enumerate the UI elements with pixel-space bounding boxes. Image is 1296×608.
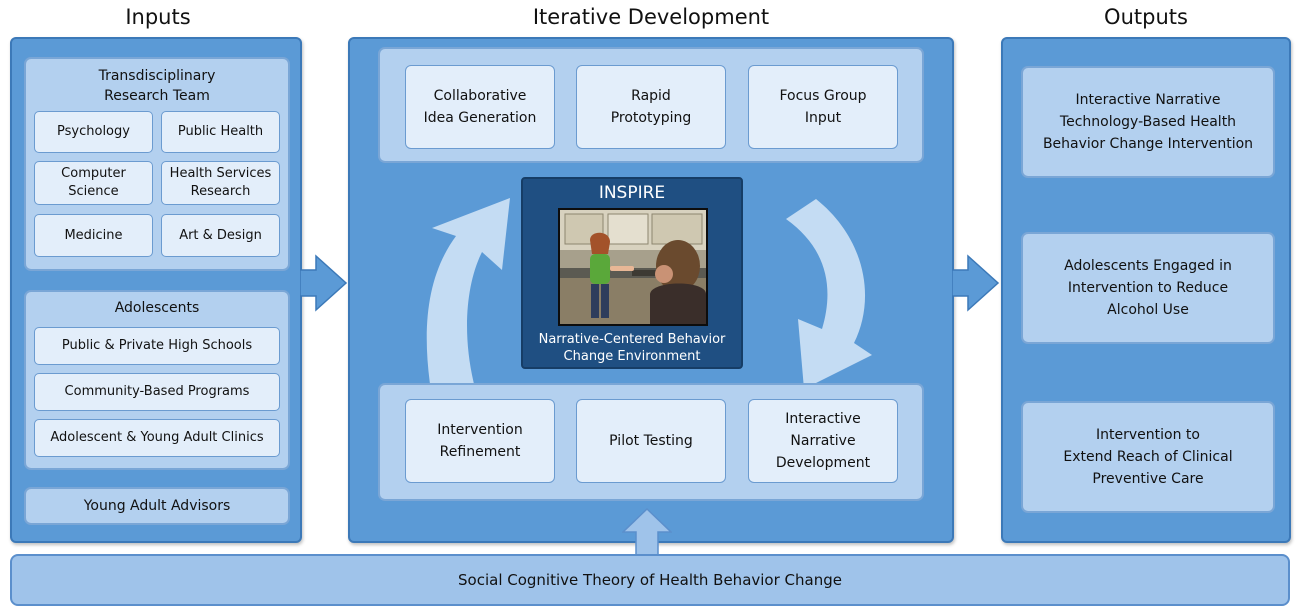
step-collaborative-idea-generation: Collaborative Idea Generation — [405, 65, 555, 149]
step-interactive-narrative-development: Interactive Narrative Development — [748, 399, 898, 483]
discipline-art-design: Art & Design — [161, 214, 280, 257]
discipline-psychology: Psychology — [34, 111, 153, 153]
discipline-computer-science: Computer Science — [34, 161, 153, 205]
foundation-up-arrow — [622, 508, 672, 558]
output-extend-clinical-reach: Intervention to Extend Reach of Clinical… — [1021, 401, 1275, 513]
research-team-panel: Transdisciplinary Research Team Psycholo… — [24, 57, 290, 271]
inputs-column: Transdisciplinary Research Team Psycholo… — [10, 37, 302, 543]
adolescent-site-community-programs: Community-Based Programs — [34, 373, 280, 411]
adolescent-site-high-schools: Public & Private High Schools — [34, 327, 280, 365]
discipline-health-services-research: Health Services Research — [161, 161, 280, 205]
iterative-development-heading: Iterative Development — [532, 5, 770, 29]
inspire-environment: INSPIRE Narrative-Centered Behavior Chan… — [521, 177, 743, 369]
inputs-heading: Inputs — [125, 5, 191, 29]
step-pilot-testing: Pilot Testing — [576, 399, 726, 483]
bottom-steps-panel: Intervention Refinement Pilot Testing In… — [378, 383, 924, 501]
young-adult-advisors-panel: Young Adult Advisors — [24, 487, 290, 525]
social-cognitive-theory-label: Social Cognitive Theory of Health Behavi… — [458, 571, 842, 589]
top-steps-panel: Collaborative Idea Generation Rapid Prot… — [378, 47, 924, 163]
discipline-public-health: Public Health — [161, 111, 280, 153]
inspire-title: INSPIRE — [598, 183, 666, 203]
outputs-column: Interactive Narrative Technology-Based H… — [1001, 37, 1291, 543]
iterative-development-column: Collaborative Idea Generation Rapid Prot… — [348, 37, 954, 543]
outputs-heading: Outputs — [1104, 5, 1188, 29]
step-rapid-prototyping: Rapid Prototyping — [576, 65, 726, 149]
output-interactive-narrative-intervention: Interactive Narrative Technology-Based H… — [1021, 66, 1275, 178]
young-adult-advisors-label: Young Adult Advisors — [83, 498, 231, 514]
inspire-subtitle: Narrative-Centered Behavior Change Envir… — [538, 332, 726, 364]
adolescents-title: Adolescents — [114, 300, 200, 316]
step-intervention-refinement: Intervention Refinement — [405, 399, 555, 483]
development-to-outputs-arrow — [952, 254, 1000, 312]
output-adolescents-engaged: Adolescents Engaged in Intervention to R… — [1021, 232, 1275, 344]
social-cognitive-theory-bar: Social Cognitive Theory of Health Behavi… — [10, 554, 1290, 606]
step-focus-group-input: Focus Group Input — [748, 65, 898, 149]
research-team-title: Transdisciplinary Research Team — [98, 68, 216, 104]
cycle-arrow-up — [426, 198, 510, 384]
inspire-screenshot-image — [558, 208, 708, 326]
adolescents-panel: Adolescents Public & Private High School… — [24, 290, 290, 470]
discipline-medicine: Medicine — [34, 214, 153, 257]
inputs-to-development-arrow — [300, 254, 348, 312]
adolescent-site-clinics: Adolescent & Young Adult Clinics — [34, 419, 280, 457]
cycle-arrow-down — [786, 199, 872, 389]
